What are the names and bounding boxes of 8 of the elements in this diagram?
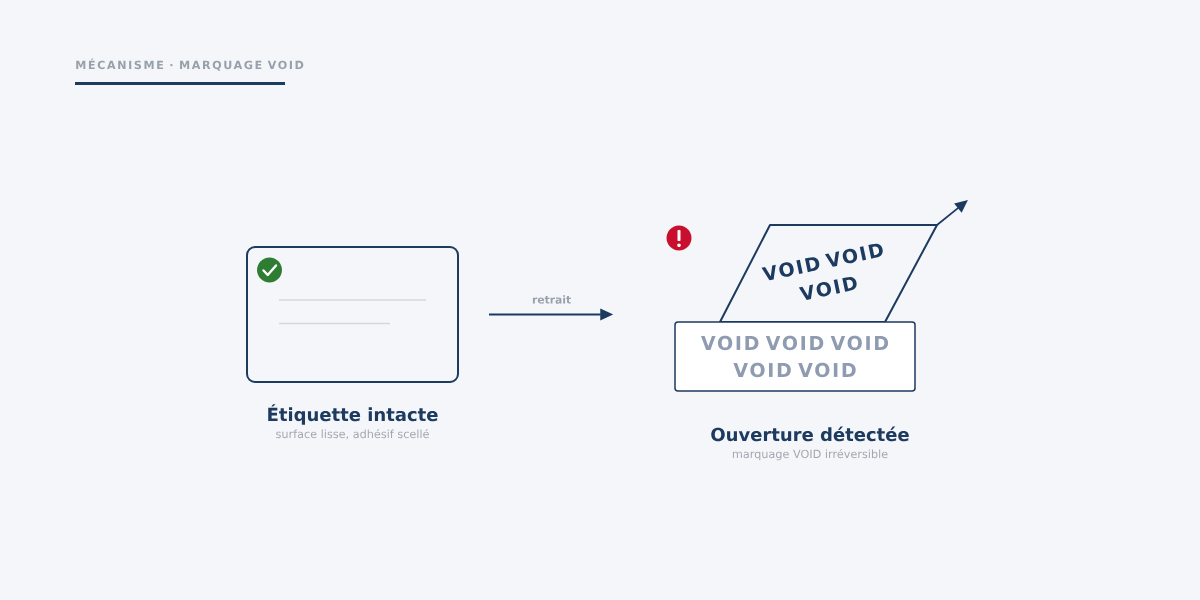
heading: Ouverture détectée xyxy=(711,426,909,442)
heading: Étiquette intacte xyxy=(268,404,438,425)
residue-box: VOID VOID VOID VOID VOID xyxy=(674,321,916,392)
lifted-label: VOID VOID VOID xyxy=(719,224,938,323)
arrow xyxy=(936,200,968,226)
subtitle: marquage VOID irréversible xyxy=(732,449,888,461)
title: MÉCANISME · MARQUAGE VOID xyxy=(76,58,304,71)
subtitle: surface lisse, adhésif scellé xyxy=(276,429,429,440)
